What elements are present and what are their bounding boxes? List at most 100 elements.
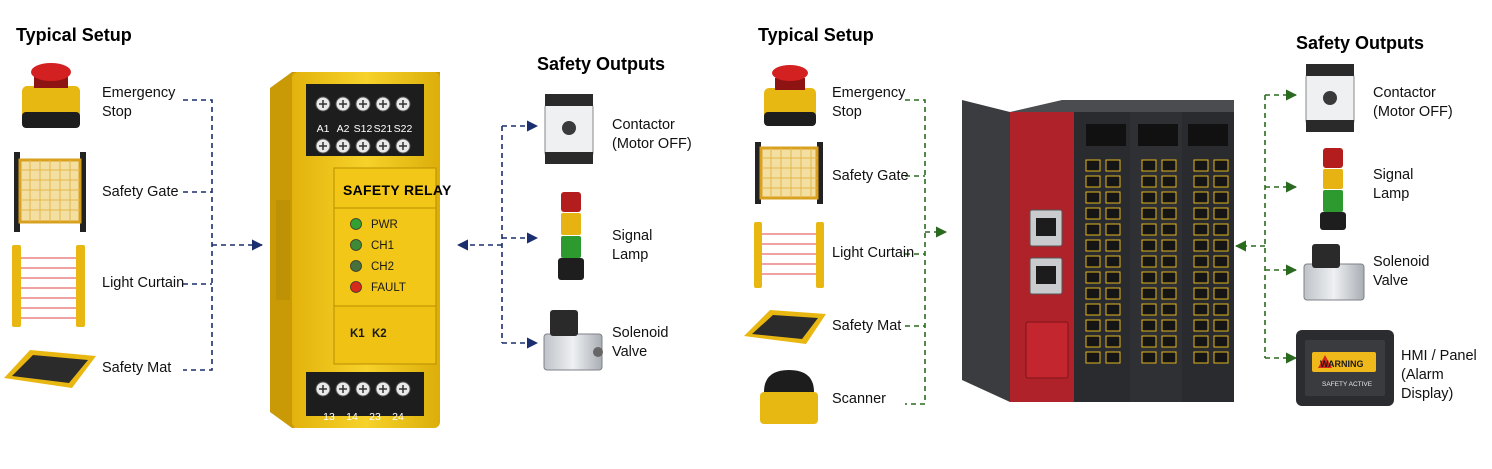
emergency-stop-icon (764, 65, 816, 126)
plc-terminal (1213, 175, 1229, 188)
terminal-screw (395, 96, 411, 112)
left-input-label-1: Safety Gate (102, 184, 179, 200)
plc-terminal (1193, 271, 1209, 284)
plc-terminal-blocks (1085, 159, 1229, 364)
terminal-screw (395, 138, 411, 154)
plc-terminal (1141, 319, 1157, 332)
plc-terminal (1141, 335, 1157, 348)
plc-terminal (1161, 159, 1177, 172)
plc-terminal (1213, 207, 1229, 220)
terminal-label-bottom: 24 (392, 411, 404, 423)
hmi-status-text: SAFETY ACTIVE (1322, 381, 1373, 388)
plc-terminal (1193, 335, 1209, 348)
terminal-screw (355, 381, 371, 397)
right-output-label-0: Contactor (Motor OFF) (1373, 85, 1453, 120)
plc-terminal (1213, 159, 1229, 172)
relay-top-screws (315, 96, 411, 154)
terminal-screw (335, 96, 351, 112)
terminal-screw (375, 381, 391, 397)
plc-terminal (1085, 303, 1101, 316)
plc-terminal (1161, 319, 1177, 332)
terminal-screw (355, 96, 371, 112)
plc-terminal (1105, 191, 1121, 204)
hmi-panel-icon (1296, 330, 1394, 406)
plc-terminal (1105, 351, 1121, 364)
terminal-label-top: A1 (317, 123, 330, 135)
relay-contact-label: K2 (372, 328, 387, 340)
plc-terminal (1141, 303, 1157, 316)
plc-terminal (1085, 223, 1101, 236)
led-label: CH1 (371, 240, 394, 252)
plc-terminal (1105, 303, 1121, 316)
terminal-screw (375, 138, 391, 154)
left-output-label-1: Signal Lamp (612, 228, 653, 263)
plc-terminal (1105, 319, 1121, 332)
solenoid-valve-icon (543, 310, 603, 371)
status-led (350, 218, 362, 230)
left-output-connectors (456, 120, 539, 349)
plc-terminal (1193, 223, 1209, 236)
safety-mat-icon (4, 350, 96, 388)
right-input-label-3: Safety Mat (832, 318, 902, 334)
plc-terminal (1105, 207, 1121, 220)
terminal-screw (315, 138, 331, 154)
plc-terminal (1161, 271, 1177, 284)
plc-terminal (1085, 319, 1101, 332)
plc-terminal (1085, 335, 1101, 348)
plc-terminal (1161, 335, 1177, 348)
status-led (350, 260, 362, 272)
plc-terminal (1213, 335, 1229, 348)
safety-mat-icon (744, 310, 826, 344)
plc-terminal (1213, 239, 1229, 252)
plc-terminal (1193, 239, 1209, 252)
plc-terminal (1193, 191, 1209, 204)
plc-terminal (1161, 351, 1177, 364)
plc-terminal (1161, 255, 1177, 268)
plc-terminal (1213, 287, 1229, 300)
plc-terminal (1085, 191, 1101, 204)
plc-terminal (1141, 351, 1157, 364)
terminal-label-bottom: 14 (346, 411, 358, 423)
plc-terminal (1213, 351, 1229, 364)
right-heading: Typical Setup (758, 25, 874, 45)
plc-terminal (1105, 271, 1121, 284)
terminal-label-top: S12 (354, 123, 373, 135)
plc-terminal (1085, 175, 1101, 188)
plc-terminal (1141, 191, 1157, 204)
left-input-label-3: Safety Mat (102, 360, 172, 376)
plc-terminal (1213, 319, 1229, 332)
plc-terminal (1085, 287, 1101, 300)
plc-terminal (1193, 319, 1209, 332)
plc-terminal (1141, 239, 1157, 252)
terminal-screw (315, 381, 331, 397)
left-outputs-heading: Safety Outputs (537, 54, 665, 74)
laser-scanner-icon (760, 370, 818, 424)
plc-terminal (1141, 207, 1157, 220)
plc-terminal (1105, 159, 1121, 172)
contactor-icon (544, 94, 594, 164)
relay-bottom-screws (315, 381, 411, 397)
plc-terminal (1161, 207, 1177, 220)
plc-terminal (1085, 255, 1101, 268)
signal-lamp-icon (1320, 148, 1346, 230)
right-output-label-1: Signal Lamp (1373, 167, 1414, 202)
status-led (350, 239, 362, 251)
terminal-label-top: S21 (374, 123, 393, 135)
right-output-connectors (1234, 89, 1298, 364)
status-led (350, 281, 362, 293)
right-input-label-2: Light Curtain (832, 245, 915, 261)
plc-terminal (1161, 223, 1177, 236)
plc-terminal (1213, 223, 1229, 236)
relay-title: SAFETY RELAY (343, 182, 452, 198)
plc-terminal (1105, 287, 1121, 300)
plc-terminal (1085, 239, 1101, 252)
emergency-stop-icon (22, 63, 80, 128)
plc-terminal (1085, 207, 1101, 220)
plc-terminal (1161, 303, 1177, 316)
light-curtain-icon (12, 245, 85, 327)
left-input-connectors (183, 99, 264, 371)
plc-terminal (1105, 239, 1121, 252)
